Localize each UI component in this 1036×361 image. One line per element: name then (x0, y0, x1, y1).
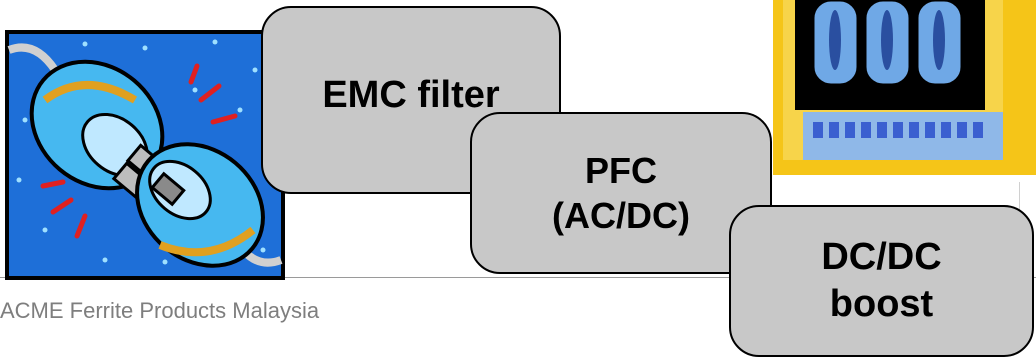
footer-company-name: ACME Ferrite Products Malaysia (0, 298, 320, 323)
stage-box-dcdc-boost: DC/DC boost (729, 205, 1034, 357)
electronic-component-image (773, 0, 1036, 175)
stage-label-dcdc-boost: DC/DC boost (821, 235, 942, 326)
stage-label-emc-filter: EMC filter (322, 74, 500, 116)
stage-label-pfc: PFC (AC/DC) (552, 150, 690, 236)
footer-divider (0, 277, 1036, 278)
plug-connector-image (5, 30, 285, 280)
stage-box-pfc: PFC (AC/DC) (470, 112, 772, 274)
